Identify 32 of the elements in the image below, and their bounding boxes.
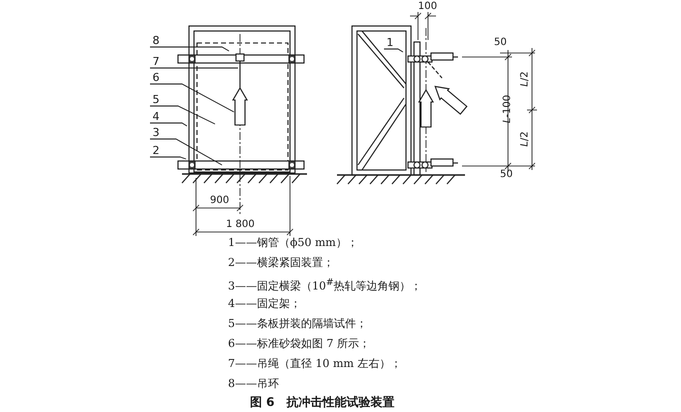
key-text: 1——钢管（ϕ50 mm）； <box>228 237 358 248</box>
leader-line <box>150 84 234 112</box>
dimension-label: L/2 <box>520 131 531 147</box>
leader-line <box>150 106 216 124</box>
callout-number: 4 <box>150 111 162 123</box>
key-text: 6——标准砂袋如图 7 所示； <box>228 338 370 349</box>
dimension-label: 900 <box>210 196 230 206</box>
leader-line <box>384 48 404 52</box>
dimension-label: 50 <box>500 170 513 180</box>
callout-number: 5 <box>150 94 162 106</box>
key-text: 4——固定架； <box>228 298 301 309</box>
leader-line <box>150 138 222 166</box>
dimension-label: 1 800 <box>226 220 255 230</box>
key-text: 2——横梁紧固装置； <box>228 257 334 268</box>
dimension-label: L-100 <box>503 94 514 124</box>
leader-line <box>150 156 186 160</box>
callout-number: 3 <box>150 127 162 139</box>
figure-caption: 图 6 抗冲击性能试验装置 <box>250 396 395 408</box>
dimension-label: 50 <box>494 38 507 48</box>
dimension-label: L/2 <box>520 71 531 87</box>
key-text: 7——吊绳（直径 10 mm 左右）； <box>228 358 402 369</box>
callout-number: 7 <box>150 56 162 68</box>
callout-number: 2 <box>150 145 162 157</box>
callout-number: 1 <box>384 37 396 49</box>
callout-number: 8 <box>150 35 162 47</box>
key-text: 3——固定横梁（10$^{#}$热轧等边角钢）； <box>228 278 422 292</box>
leader-line <box>150 46 230 52</box>
dimension-label: 100 <box>418 2 438 12</box>
key-text: 8——吊环 <box>228 378 279 389</box>
leader-line <box>150 122 188 126</box>
callout-number: 6 <box>150 72 162 84</box>
key-text: 5——条板拼装的隔墙试件； <box>228 318 367 329</box>
